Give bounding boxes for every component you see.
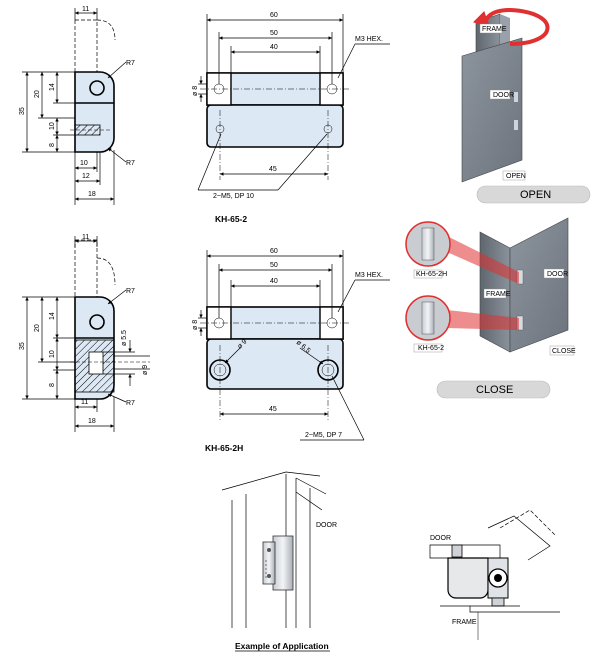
label-frame-open: FRAME — [482, 26, 507, 33]
side-view-top: 11 35 20 14 10 8 10 12 18 R7 R7 — [19, 6, 135, 205]
dim-dia-9-side: ø 9 — [142, 365, 149, 375]
open-pill-text: OPEN — [520, 189, 551, 201]
label-frame-close: FRAME — [486, 291, 511, 298]
dim-14: 14 — [49, 83, 56, 91]
leaf-lower-top — [206, 104, 344, 148]
pin-hole-top — [89, 80, 105, 96]
dim-top-width: 11 — [82, 6, 89, 13]
radius-bottom: R7 — [126, 160, 135, 167]
application-caption: Example of Application — [235, 641, 329, 651]
dim-b-20: 20 — [34, 324, 41, 332]
dim-45: 45 — [269, 166, 277, 173]
dim-18: 18 — [88, 191, 96, 198]
label-door-section: DOOR — [430, 535, 451, 542]
dim-50: 50 — [270, 30, 278, 37]
dim-b-11: 11 — [82, 234, 89, 241]
callout-m3-hex: M3 HEX. — [355, 36, 383, 43]
dim-b-18: 18 — [88, 418, 96, 425]
dim-b2-dia-8: ø 8 — [192, 320, 199, 330]
callout-m5-dp10: 2~M5, DP 10 — [213, 193, 254, 200]
dim-b-8: 8 — [49, 383, 56, 387]
dim-60: 60 — [270, 12, 278, 19]
label-frame-section: FRAME — [452, 619, 477, 626]
model-label-top: KH-65-2 — [215, 214, 247, 224]
dim-b-14: 14 — [49, 312, 56, 320]
dim-height-35: 35 — [19, 107, 26, 115]
dim-10-h: 10 — [80, 160, 88, 167]
label-close-small: CLOSE — [552, 348, 576, 355]
dim-b2-45: 45 — [269, 406, 277, 413]
open-pill — [476, 185, 591, 204]
dim-b2-40: 40 — [270, 278, 278, 285]
label-door-application: DOOR — [316, 522, 337, 529]
dim-12: 12 — [82, 173, 90, 180]
dim-8: 8 — [49, 143, 56, 147]
dim-b-35: 35 — [19, 342, 26, 350]
callout-m5-dp7: 2~M5, DP 7 — [305, 432, 342, 439]
close-pill-text: CLOSE — [476, 384, 513, 396]
dim-10-v: 10 — [49, 122, 56, 130]
label-door-open: DOOR — [493, 92, 514, 99]
iso-close-illustration: DOOR FRAME CLOSE KH-65-2H KH-65-2 CLOSE — [405, 217, 576, 399]
section-view: DOOR FRAME — [429, 509, 560, 640]
label-kh-65-2-iso: KH-65-2 — [418, 345, 444, 352]
leaf-lower-bottom — [206, 338, 344, 390]
dim-b-11-h: 11 — [81, 399, 88, 406]
close-pill — [436, 380, 551, 399]
label-door-close: DOOR — [547, 271, 568, 278]
radius-b-bottom: R7 — [126, 400, 135, 407]
label-kh-65-2h-iso: KH-65-2H — [416, 271, 447, 278]
dim-b-10: 10 — [49, 350, 56, 358]
callout-b2-m3-hex: M3 HEX. — [355, 272, 383, 279]
dim-20: 20 — [34, 90, 41, 98]
radius-top: R7 — [126, 60, 135, 67]
pin-hole-bottom — [89, 314, 105, 330]
dim-dia-8: ø 8 — [192, 86, 199, 96]
iso-open-illustration: FRAME DOOR OPEN OPEN — [461, 7, 591, 204]
model-label-bottom: KH-65-2H — [205, 443, 243, 453]
application-example: DOOR Example of Application — [221, 471, 337, 652]
dim-dia-5-5: ø 5.5 — [121, 330, 128, 346]
radius-b-top: R7 — [126, 288, 135, 295]
side-view-bottom: 11 35 20 14 10 8 11 18 ø 5.5 ø 9 R7 R7 — [19, 234, 150, 432]
label-open-small: OPEN — [506, 173, 526, 180]
dim-40: 40 — [270, 44, 278, 51]
dim-b2-60: 60 — [270, 248, 278, 255]
front-view-bottom: 60 50 40 45 ø 8 ø 9 ø 6.5 M3 HEX. 2~M5, … — [192, 248, 390, 453]
dim-b2-50: 50 — [270, 262, 278, 269]
front-view-top: 60 50 40 45 ø 8 M3 HEX. 2~M5, DP 10 KH-6… — [192, 12, 390, 224]
